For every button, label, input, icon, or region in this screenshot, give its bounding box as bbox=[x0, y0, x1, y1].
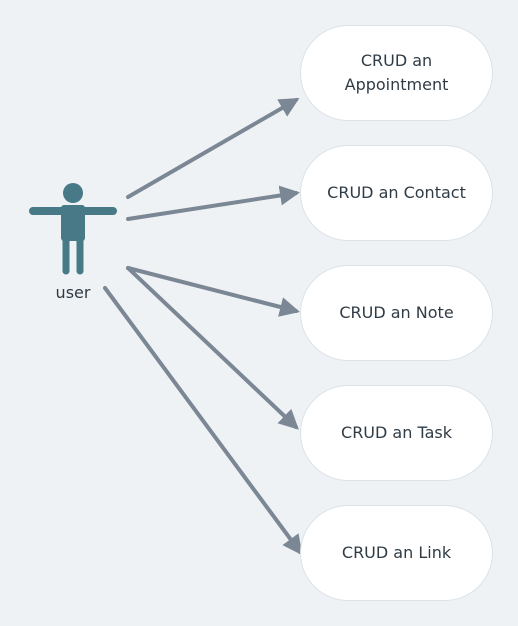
usecase-appointment-label: CRUD an Appointment bbox=[344, 51, 449, 94]
usecase-note-label: CRUD an Note bbox=[339, 303, 454, 322]
arrow-user-to-note bbox=[126, 266, 300, 317]
usecase-task-label: CRUD an Task bbox=[341, 423, 452, 442]
connection-arrows bbox=[103, 97, 303, 556]
arrow-user-to-appointment bbox=[126, 97, 300, 199]
person-icon bbox=[29, 183, 117, 275]
person-head bbox=[63, 183, 83, 203]
usecase-appointment[interactable]: CRUD an Appointment bbox=[300, 25, 493, 121]
person-torso bbox=[61, 205, 85, 241]
arrow-user-to-link bbox=[103, 286, 303, 556]
usecase-contact[interactable]: CRUD an Contact bbox=[300, 145, 493, 241]
usecase-task[interactable]: CRUD an Task bbox=[300, 385, 493, 481]
usecase-link-label: CRUD an Link bbox=[341, 543, 452, 562]
arrow-user-to-contact bbox=[126, 185, 300, 221]
usecase-contact-label: CRUD an Contact bbox=[327, 183, 466, 202]
arrow-user-to-task bbox=[126, 266, 299, 430]
usecase-note[interactable]: CRUD an Note bbox=[300, 265, 493, 361]
usecase-link[interactable]: CRUD an Link bbox=[300, 505, 493, 601]
actor-label: user bbox=[55, 283, 91, 302]
